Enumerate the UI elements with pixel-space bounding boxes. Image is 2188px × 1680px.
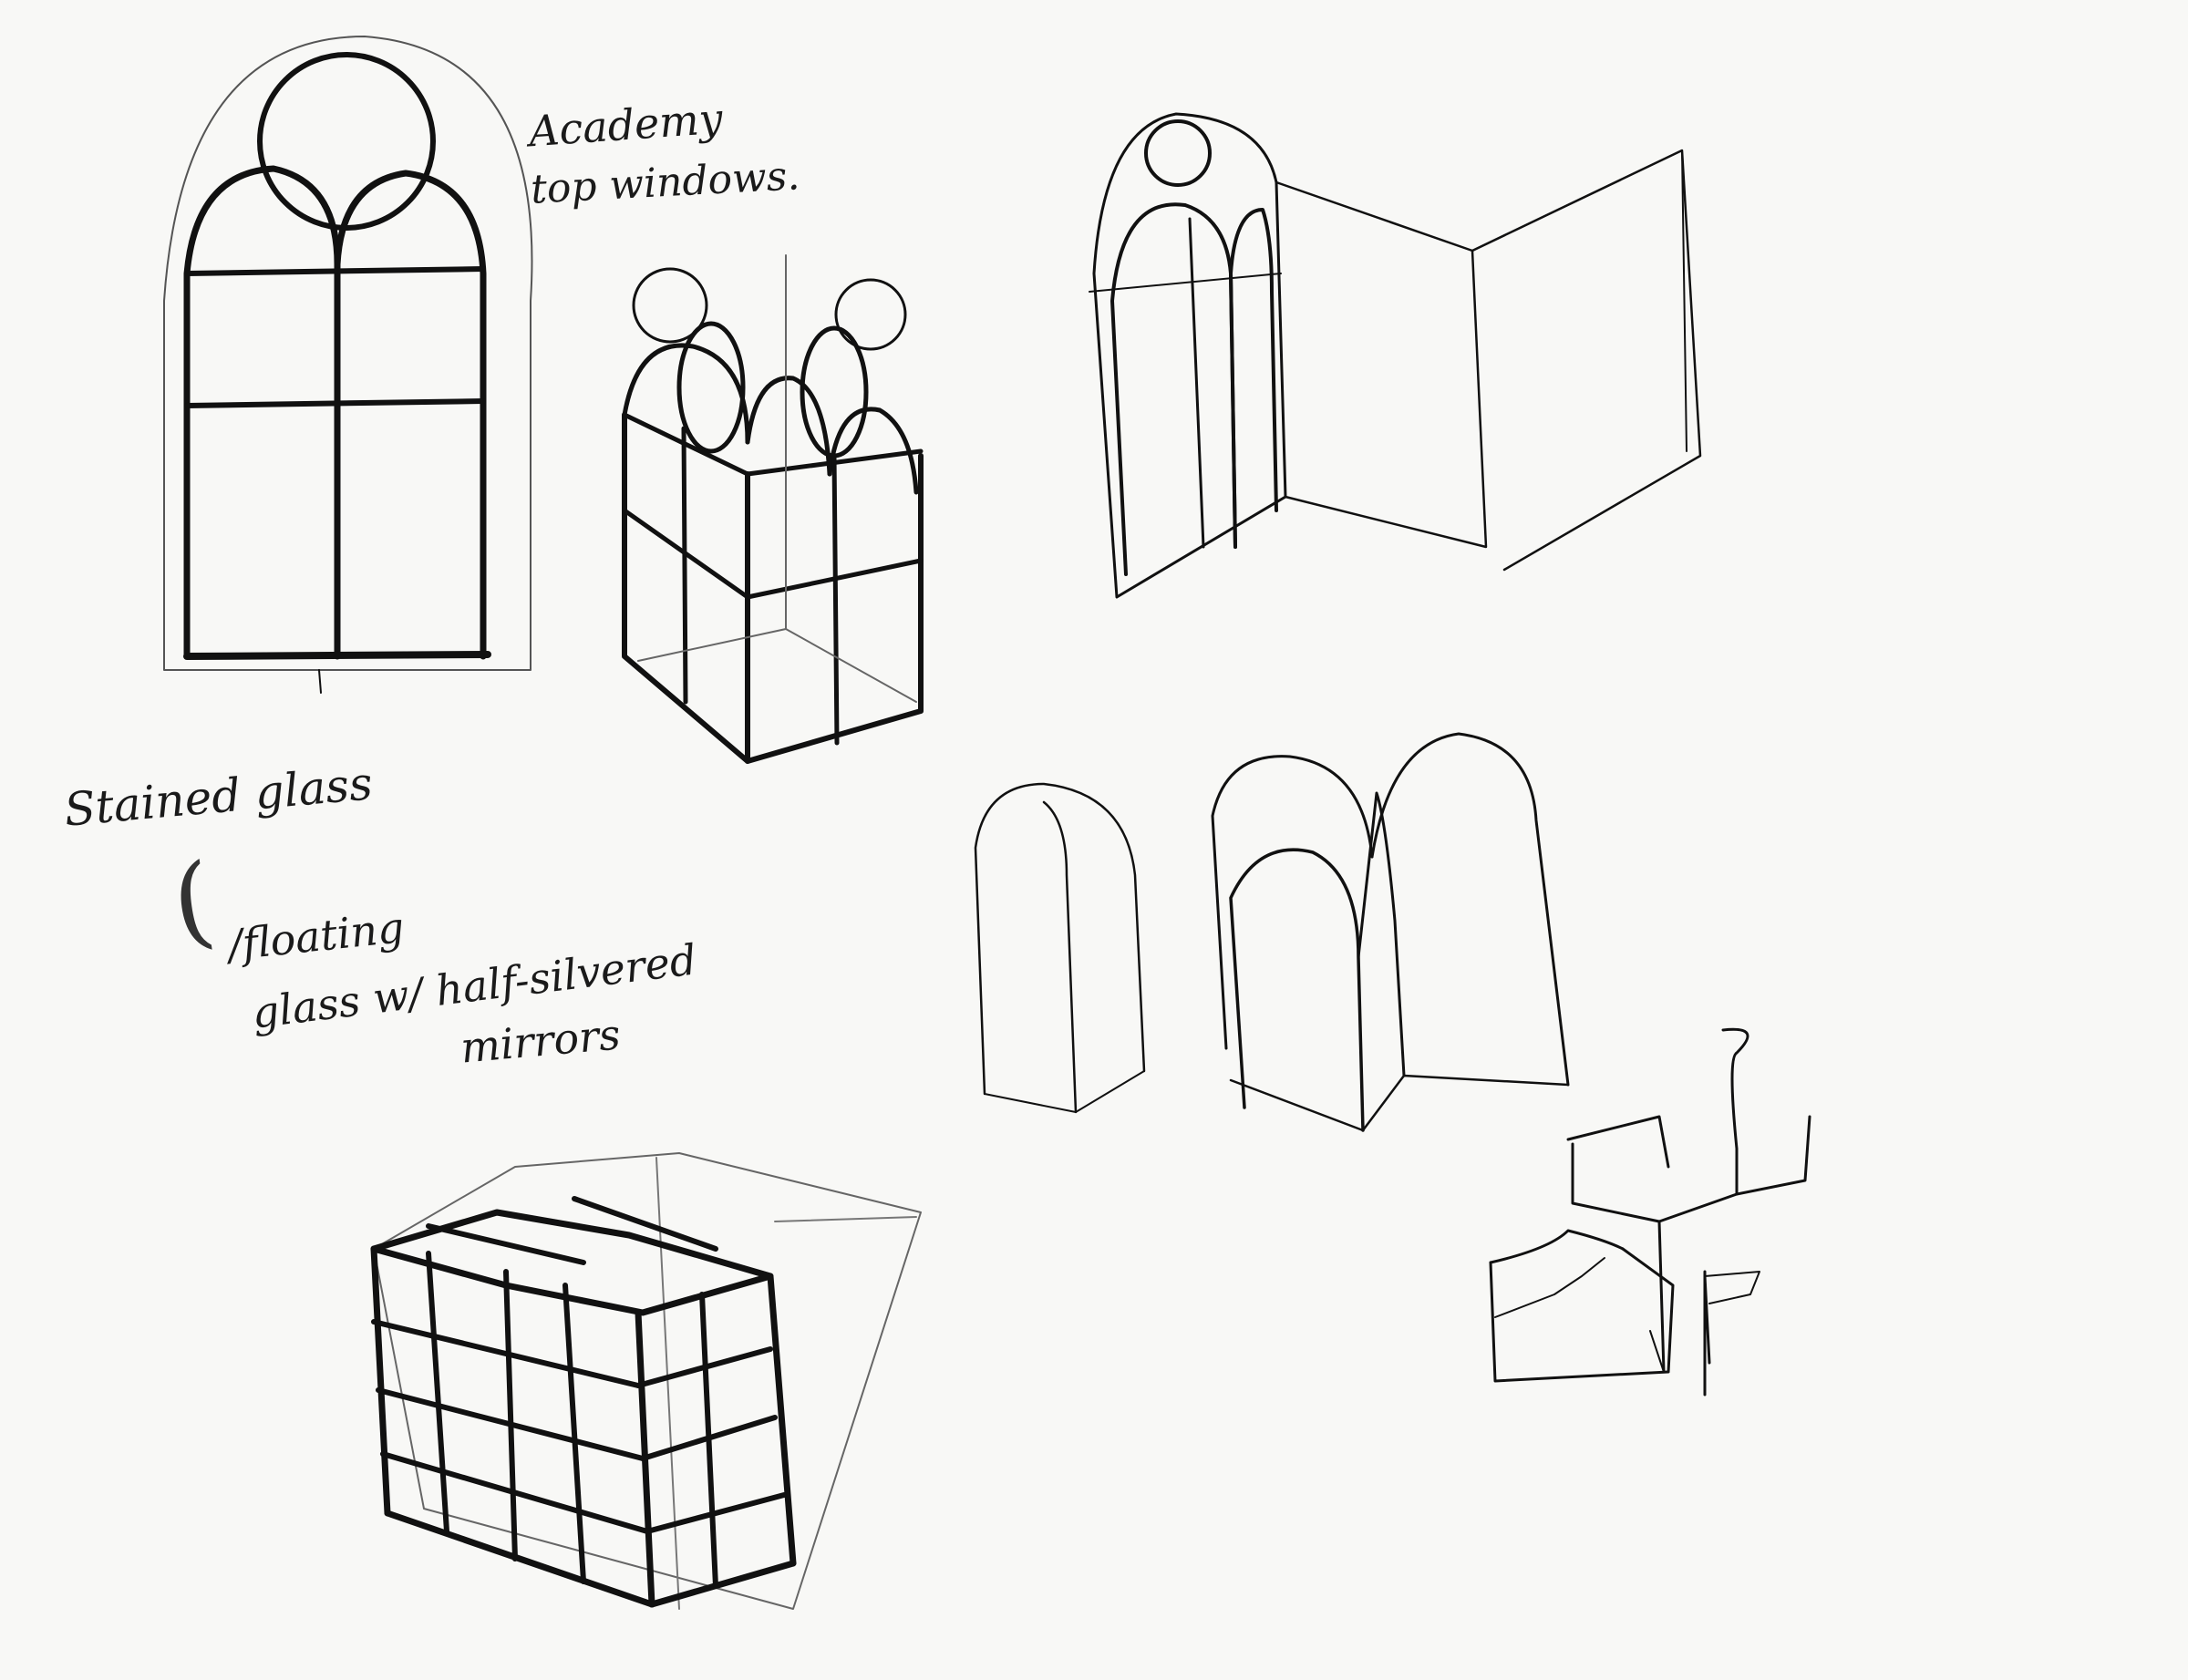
arched-box-sketch [622, 254, 924, 764]
window-panels-sketch [1089, 112, 1702, 599]
grid-cube-sketch [370, 1152, 922, 1610]
archway-forms-sketch [974, 732, 1570, 1132]
arched-window-sketch [163, 36, 533, 694]
stepped-frames-sketch [1489, 1027, 1811, 1397]
